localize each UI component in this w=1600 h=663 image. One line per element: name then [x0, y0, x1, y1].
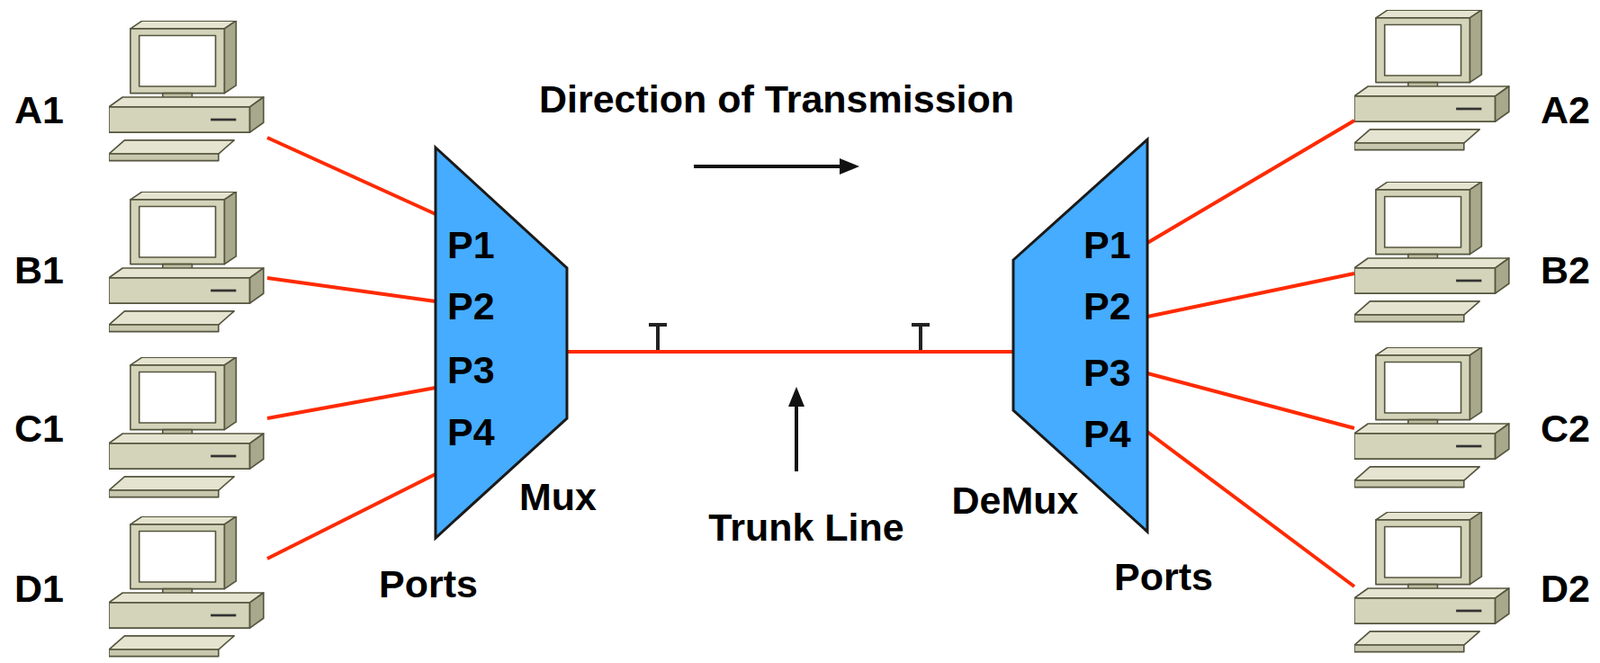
port-label: P3	[447, 350, 495, 390]
port-label: P1	[447, 225, 495, 265]
trunk-line	[566, 350, 1014, 354]
direction-arrow	[693, 164, 844, 169]
computer-label: D1	[14, 569, 64, 609]
link-line	[267, 278, 436, 302]
port-label: P2	[447, 287, 495, 326]
computer-icon	[1354, 181, 1510, 323]
computer-icon	[1354, 9, 1510, 151]
caption-label: Ports	[1114, 557, 1214, 597]
computer-node: D1	[12, 516, 268, 659]
computer-node: C2	[1354, 347, 1593, 490]
trapezoid-shape	[1013, 139, 1148, 532]
caption-label: DeMux	[952, 481, 1079, 521]
caption-label: Direction of Transmission	[539, 80, 1015, 119]
port-label: P4	[447, 413, 495, 452]
computer-icon	[1354, 347, 1510, 488]
computer-node: B2	[1354, 181, 1593, 324]
caption-label: Mux	[519, 477, 597, 517]
multiplexer-block: P1P2P3P4	[1013, 139, 1148, 532]
computer-label: A1	[14, 90, 64, 130]
computer-icon	[108, 357, 264, 498]
link-line	[1147, 273, 1355, 317]
computer-label: B1	[14, 251, 64, 290]
port-label: P3	[1083, 353, 1132, 393]
link-line	[1147, 373, 1355, 429]
direction-arrowhead	[839, 158, 860, 175]
computer-label: C1	[14, 409, 64, 449]
caption-label: Trunk Line	[708, 508, 904, 548]
computer-icon	[1354, 512, 1510, 653]
link-line	[267, 387, 436, 419]
computer-label: D2	[1540, 569, 1591, 609]
computer-label: A2	[1540, 90, 1591, 130]
port-label: P2	[1083, 287, 1132, 326]
port-label: P1	[1083, 225, 1132, 265]
link-line	[267, 474, 436, 559]
computer-node: A1	[12, 20, 268, 163]
computer-label: B2	[1540, 251, 1591, 290]
trapezoid-outline	[1013, 139, 1148, 532]
computer-node: B1	[12, 191, 268, 334]
computer-icon	[108, 516, 264, 657]
computer-node: D2	[1354, 512, 1593, 655]
port-label: P4	[1083, 414, 1132, 454]
caption-label: Ports	[378, 565, 478, 604]
link-line	[267, 137, 436, 215]
computer-node: A2	[1354, 9, 1593, 153]
computer-node: C1	[12, 357, 268, 500]
link-line	[1147, 120, 1355, 243]
terminal-tick	[648, 324, 667, 352]
computer-label: C2	[1540, 409, 1591, 449]
terminal-tick	[911, 324, 930, 352]
computer-icon	[108, 20, 264, 162]
pointer-arrowhead	[788, 386, 805, 407]
pointer-arrow	[794, 403, 799, 472]
computer-icon	[108, 191, 264, 333]
